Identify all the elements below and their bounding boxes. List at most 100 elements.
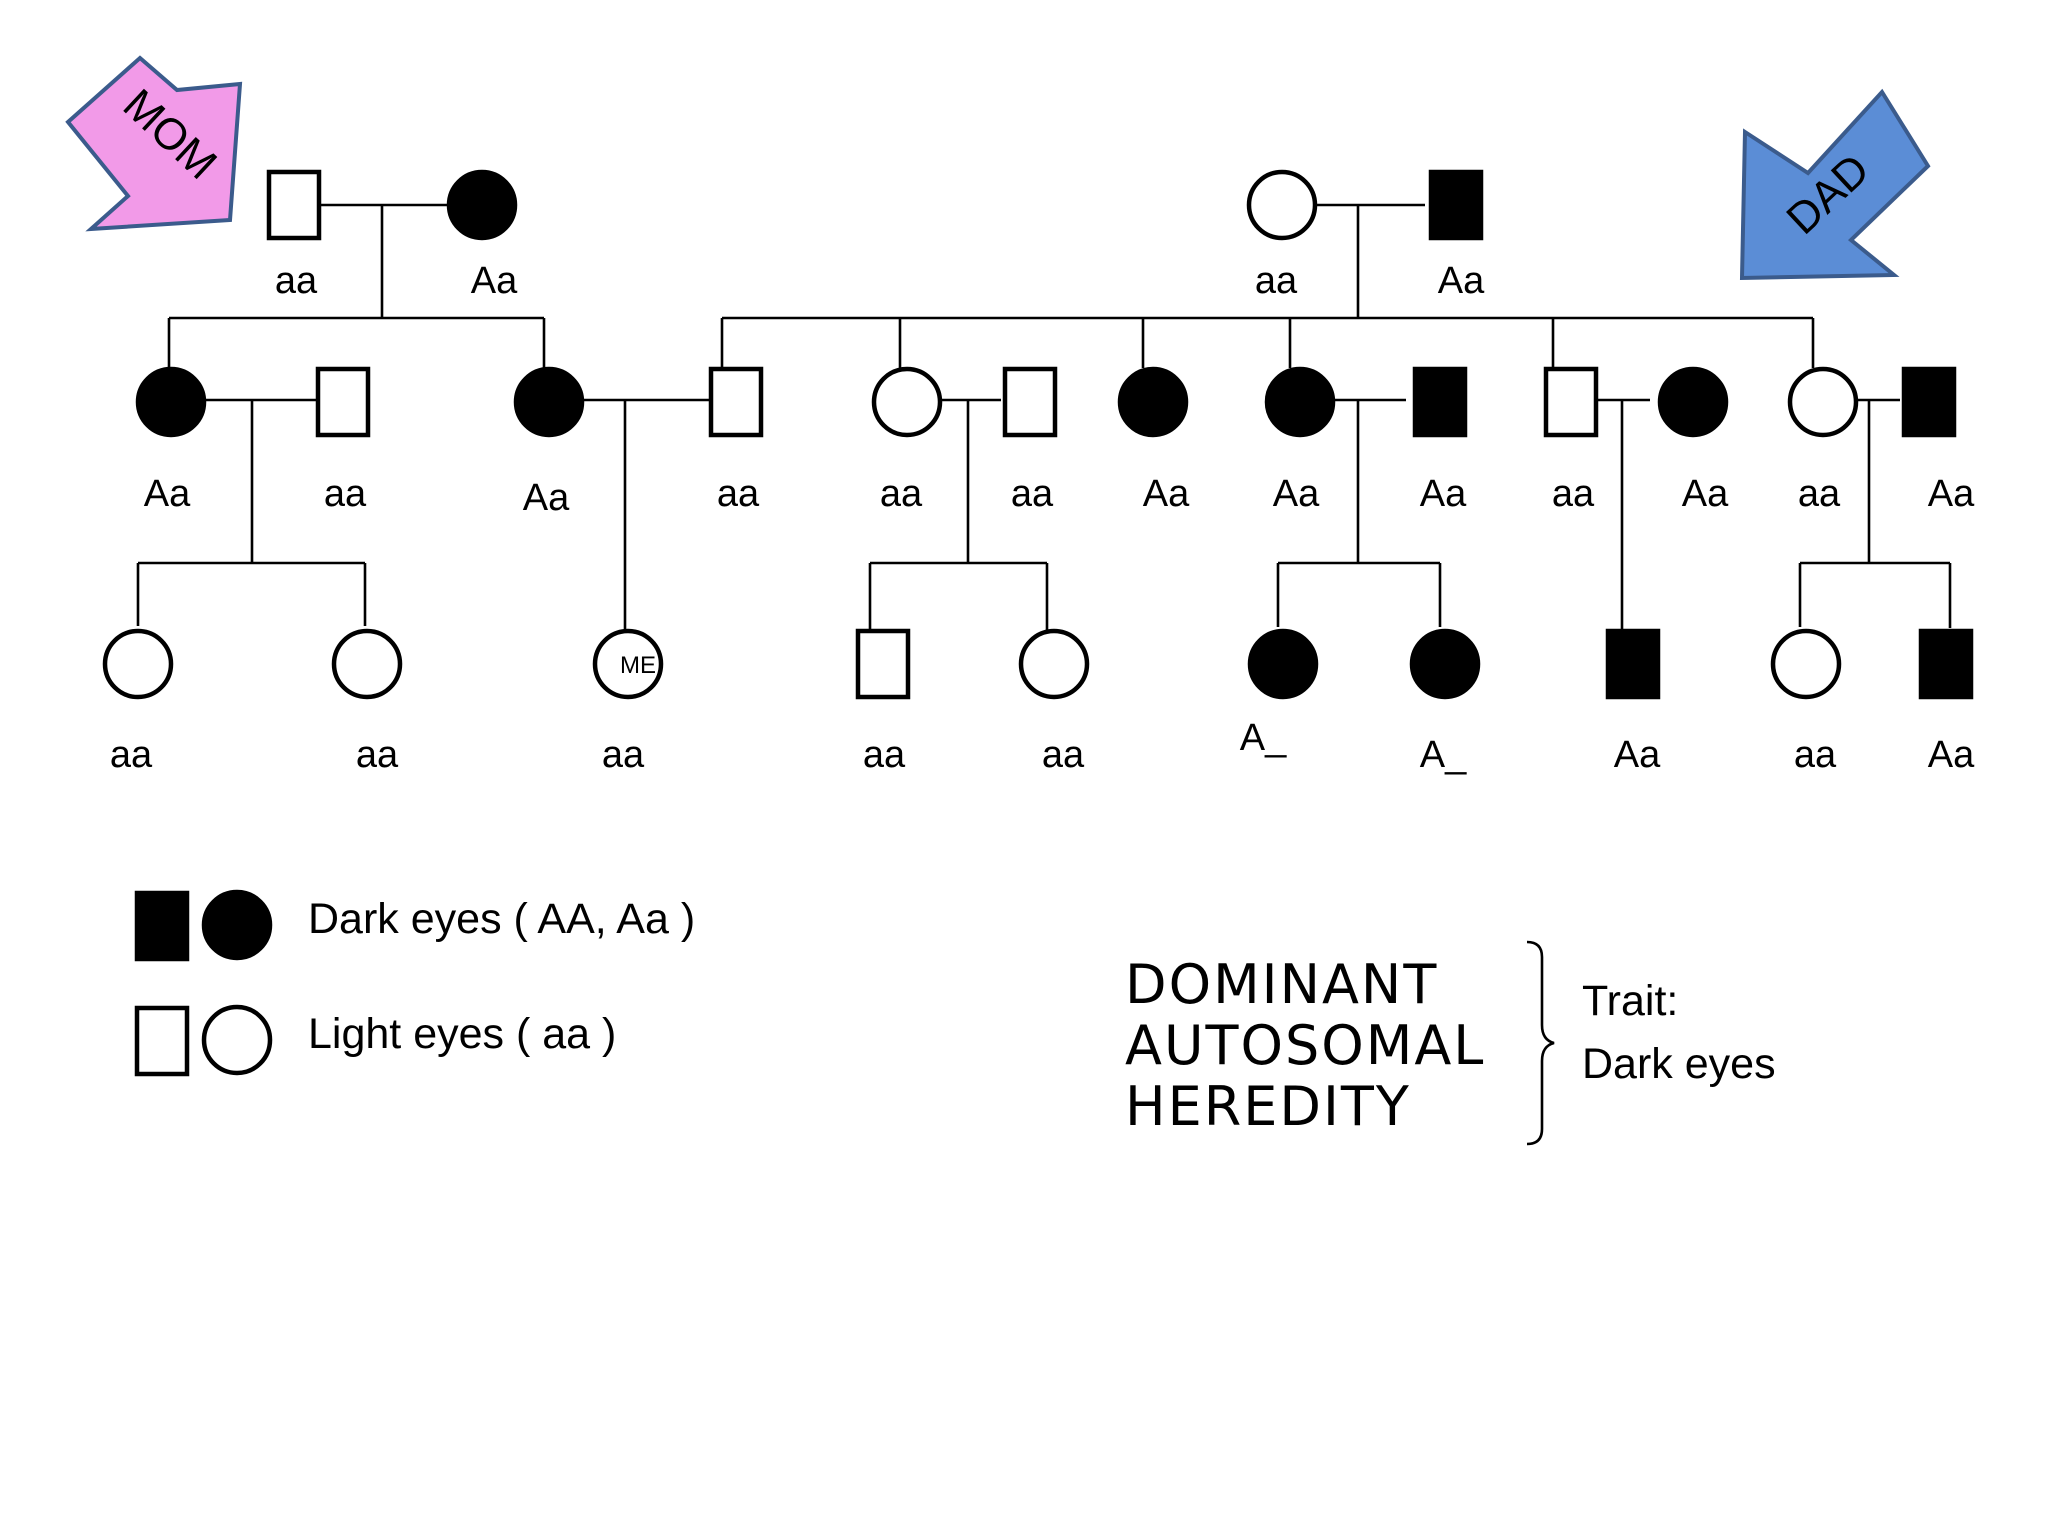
unaffected-female-circle [102, 628, 174, 700]
genotype-label: aa [1798, 473, 1841, 515]
individual: Aa [446, 169, 518, 302]
genotype-label: Aa [1682, 473, 1729, 515]
genotype-label: Aa [1273, 473, 1320, 515]
affected-male-square [1428, 169, 1484, 241]
affected-female-circle [135, 366, 207, 438]
unaffected-female-circle [1018, 628, 1090, 700]
individual: Aa [1117, 366, 1190, 515]
genotype-label: Aa [1928, 734, 1975, 776]
genotype-label: aa [1011, 473, 1054, 515]
genotype-label: Aa [523, 477, 570, 519]
individual: Aa [1657, 366, 1729, 515]
genotype-label: A_ [1240, 717, 1287, 759]
genotype-label: aa [275, 260, 318, 302]
individual: Aa [1901, 366, 1975, 515]
individual: aa [315, 366, 371, 515]
individual: aa [1246, 169, 1318, 302]
genotype-label: aa [1794, 734, 1837, 776]
affected-female-circle [1657, 366, 1729, 438]
affected-female-circle [446, 169, 518, 241]
individual: Aa [1264, 366, 1336, 515]
individual: aa [708, 366, 764, 515]
legend-dark-label: Dark eyes ( AA, Aa ) [308, 895, 695, 943]
legend-dark-square [134, 890, 190, 962]
genotype-label: aa [324, 473, 367, 515]
unaffected-female-circle [1770, 628, 1842, 700]
unaffected-male-square [1543, 366, 1599, 438]
individual: Aa [513, 366, 585, 519]
individual: A_ [1240, 628, 1319, 759]
unaffected-female-circle [1787, 366, 1859, 438]
genotype-label: Aa [471, 260, 518, 302]
genotype-label: aa [356, 734, 399, 776]
legend-light-label: Light eyes ( aa ) [308, 1010, 616, 1058]
unaffected-male-square [708, 366, 764, 438]
genotype-label: aa [863, 734, 906, 776]
affected-male-square [1918, 628, 1974, 700]
unaffected-male-square [855, 628, 911, 700]
genotype-label: aa [1255, 260, 1298, 302]
dad-arrow: DAD [1739, 88, 1931, 281]
legend-dark-circle [201, 889, 273, 961]
mom-arrow: MOM [65, 55, 243, 232]
individual: aa [1543, 366, 1599, 515]
curly-brace [1526, 940, 1555, 1146]
genotype-label: aa [602, 734, 645, 776]
individual: aa [102, 628, 174, 776]
heredity-title: DOMINANT AUTOSOMAL HEREDITY [1125, 953, 1485, 1138]
affected-female-circle [513, 366, 585, 438]
unaffected-female-circle [331, 628, 403, 700]
individual: Aa [1918, 628, 1975, 776]
affected-female-circle [1409, 628, 1481, 700]
unaffected-female-circle [871, 366, 943, 438]
individual: Aa [1412, 366, 1468, 515]
individual: aa [855, 628, 911, 776]
genotype-label: aa [717, 473, 760, 515]
individual: ME aa [592, 628, 664, 776]
genotype-label: aa [1042, 734, 1085, 776]
individual: aa [871, 366, 943, 515]
individual: aa [1002, 366, 1058, 515]
genotype-label: aa [880, 473, 923, 515]
individual: aa [1018, 628, 1090, 776]
individual: Aa [1428, 169, 1485, 302]
genotype-label: A_ [1420, 734, 1467, 776]
genotype-label: Aa [1143, 473, 1190, 515]
unaffected-female-circle [592, 628, 664, 700]
individual: Aa [1605, 628, 1661, 776]
heredity-line-3: HEREDITY [1125, 1075, 1411, 1138]
legend: Dark eyes ( AA, Aa ) Light eyes ( aa ) [134, 889, 695, 1077]
individual: aa [331, 628, 403, 776]
unaffected-female-circle [1246, 169, 1318, 241]
genotype-label: aa [110, 734, 153, 776]
affected-male-square [1605, 628, 1661, 700]
genotype-label: Aa [1928, 473, 1975, 515]
legend-light-circle [201, 1004, 273, 1076]
trait-box: Trait: Dark eyes [1582, 977, 1776, 1088]
genotype-label: aa [1552, 473, 1595, 515]
individual: aa [1787, 366, 1859, 515]
affected-female-circle [1264, 366, 1336, 438]
genotype-label: Aa [144, 473, 191, 515]
trait-label: Trait: [1582, 977, 1678, 1025]
me-tag: ME [620, 652, 656, 679]
trait-value: Dark eyes [1582, 1040, 1776, 1088]
individual: aa [266, 169, 322, 302]
genotype-label: Aa [1420, 473, 1467, 515]
heredity-line-1: DOMINANT [1125, 953, 1438, 1016]
unaffected-male-square [315, 366, 371, 438]
genotype-label: Aa [1614, 734, 1661, 776]
individual: Aa [135, 366, 207, 515]
affected-male-square [1901, 366, 1957, 438]
unaffected-male-square [266, 169, 322, 241]
affected-male-square [1412, 366, 1468, 438]
heredity-line-2: AUTOSOMAL [1125, 1014, 1485, 1077]
individual: A_ [1409, 628, 1481, 776]
individual: aa [1770, 628, 1842, 776]
legend-light-square [134, 1005, 190, 1077]
affected-female-circle [1117, 366, 1189, 438]
unaffected-male-square [1002, 366, 1058, 438]
pedigree-lines [136, 203, 1952, 630]
